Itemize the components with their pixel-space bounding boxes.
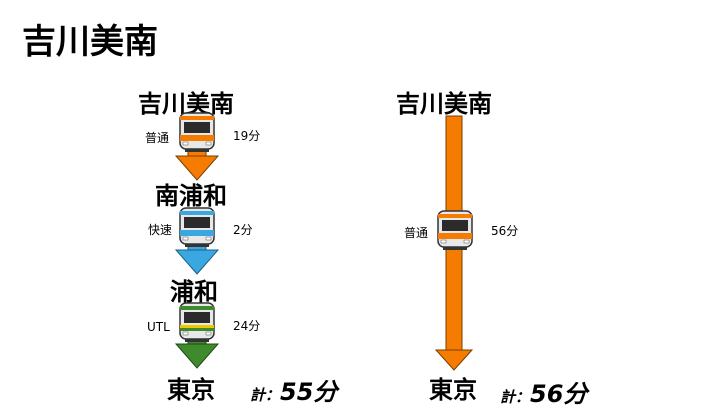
direct-train-type: 普通 [404,226,429,240]
station-minamiurawa: 南浦和 [155,182,227,210]
station-yoshikawaminami-right: 吉川美南 [396,90,492,118]
orange-train-icon-direct [437,210,473,250]
total-value-right: 56分 [530,380,588,408]
station-tokyo-right: 東京 [429,376,477,404]
total-value-left: 55分 [280,378,338,406]
direct-time: 56分 [491,224,519,238]
total-label-right: 計： [500,388,531,406]
green-train-icon [179,302,215,342]
total-time-left: 計：55分 [250,372,337,407]
blue-train-icon [179,207,215,247]
leg-3-train-type: UTL [147,320,170,334]
orange-train-icon [179,112,215,152]
leg-2-train-type: 快速 [148,223,173,237]
leg-1-time: 19分 [233,129,261,143]
leg-2-time: 2分 [233,223,253,237]
total-label-left: 計： [250,386,281,404]
station-tokyo-left: 東京 [167,376,215,404]
total-time-right: 計：56分 [500,374,587,409]
leg-3-time: 24分 [233,319,261,333]
station-urawa: 浦和 [170,278,218,306]
leg-1-train-type: 普通 [145,131,170,145]
page-title: 吉川美南 [22,22,158,62]
